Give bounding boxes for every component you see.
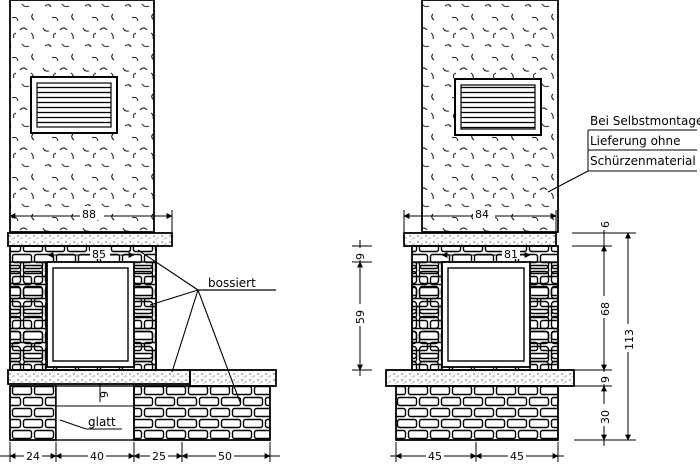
left-dim-25-text: 25 [152,450,166,463]
right-base-stones [395,385,559,441]
left-mantel-shelf [7,232,173,247]
left-dim-85-text: 85 [92,248,106,261]
dim-59-text: 59 [354,310,367,324]
right-dim-84-text: 84 [475,208,489,221]
dim-9-top-text: 9 [354,253,367,260]
left-stone-pier-right [133,261,157,371]
right-stone-pier-left [411,261,443,371]
right-elevation: 84 81 45 45 [385,0,575,463]
left-dim-40-text: 40 [90,450,104,463]
right-stone-pier-right [529,261,559,371]
left-dim-9-text: 9 [98,391,111,398]
note-line3: Schürzenmaterial ! [590,154,700,168]
right-dim-45b-text: 45 [510,450,524,463]
left-dim-50-text: 50 [218,450,232,463]
left-dim-opening: 85 [47,247,135,261]
right-hearth-slab [385,369,575,387]
right-bottom-dims: 45 45 [390,442,564,463]
left-bottom-dims: 24 40 25 50 [0,442,280,463]
left-elevation: 88 85 9 glatt [0,0,280,463]
left-vent-grille [30,76,118,134]
left-base-stones-b [133,385,271,441]
left-stone-pier-left [9,261,47,371]
left-hearth-slab [7,369,191,385]
right-dim-opening: 81 [441,247,531,261]
dim-113-text: 113 [623,329,636,350]
glatt-text: glatt [88,415,116,429]
left-dim-24-text: 24 [26,450,40,463]
left-dim-88-text: 88 [82,208,96,221]
left-label-glatt: glatt [59,414,122,430]
note-leader [547,170,589,193]
dim-9-mid-text: 9 [599,376,612,383]
note-box: Bei Selbstmontage: Lieferung ohne Schürz… [547,114,700,193]
right-dim-45a-text: 45 [428,450,442,463]
left-dim-9: 9 [98,384,111,402]
dim-68-text: 68 [599,302,612,316]
right-mantel-shelf [403,232,557,247]
right-dim-81-text: 81 [504,248,518,261]
height-dims-right: 6 68 9 30 113 [572,216,636,446]
right-dim-chimney-width: 84 [403,207,557,232]
left-base-stones-a [9,385,57,441]
left-base-smooth [55,385,135,441]
right-vent-grille [454,78,542,136]
left-dim-chimney-width: 88 [9,206,173,232]
note-line1: Bei Selbstmontage: [590,114,700,128]
note-line2: Lieferung ohne [590,134,681,148]
dim-30-text: 30 [599,410,612,424]
dim-6-text: 6 [599,221,612,228]
left-label-bossiert: bossiert [137,249,276,403]
height-dims-59: 9 59 [352,240,372,376]
bossiert-text: bossiert [208,276,256,290]
